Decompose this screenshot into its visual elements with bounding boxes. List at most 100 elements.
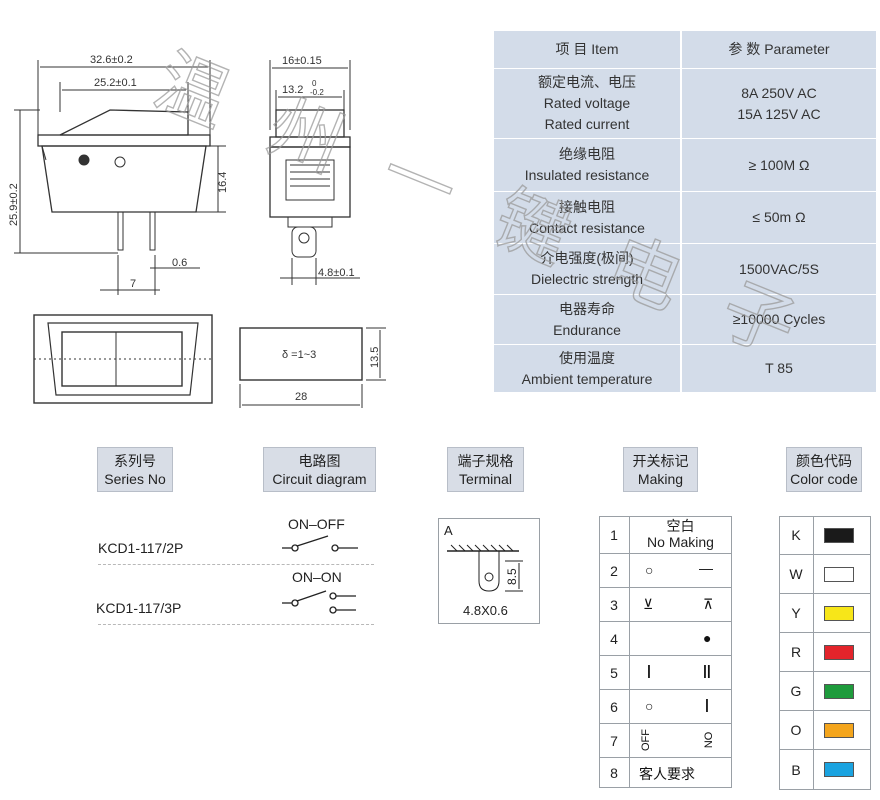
making-frame: [599, 516, 732, 788]
single-bar-icon: |: [705, 696, 709, 712]
circle-symbol-icon: ○: [645, 698, 654, 714]
header-color: 颜色代码 Color code: [786, 447, 862, 492]
dim-cutout-width: 28: [295, 391, 307, 403]
color-code: R: [790, 644, 802, 660]
spec-table: 项 目 Item 参 数 Parameter 额定电流、电压 Rated vol…: [494, 31, 876, 392]
dim-width-total: 32.6±0.2: [90, 54, 133, 66]
spec-row-contact: 接触电阻 Contact resistance ≤ 50m Ω: [494, 191, 876, 243]
terminal-box: A 8.5 4.8X0.6: [438, 518, 540, 624]
spec-row-insulation: 绝缘电阻 Insulated resistance ≥ 100M Ω: [494, 138, 876, 191]
making-row: 5 | ||: [599, 656, 732, 690]
dim-terminal-thickness: 0.6: [172, 257, 187, 269]
spec-row-endurance: 电器寿命 Endurance ≥10000 Cycles: [494, 294, 876, 344]
making-num: 1: [610, 526, 618, 543]
dim-terminal-pitch: 7: [130, 278, 136, 290]
spec-item-en: Insulated resistance: [524, 167, 650, 183]
dim-side-width: 16±0.15: [282, 55, 322, 67]
making-row: 4 ●: [599, 622, 732, 656]
terminal-height: 8.5: [505, 568, 519, 585]
dash-symbol-icon: —: [699, 560, 713, 576]
front-view: [14, 60, 226, 295]
making-table: 1 空白 No Making 2 ○ — 3 ⊻ ⊼ 4 ● 5 | || 6 …: [599, 516, 732, 788]
header-en: Circuit diagram: [272, 470, 367, 487]
series-model: KCD1-117/2P: [98, 540, 184, 556]
spec-item-cn: 绝缘电阻: [559, 146, 615, 162]
spec-header: 项 目 Item 参 数 Parameter: [494, 31, 876, 68]
making-num: 7: [610, 732, 618, 749]
spec-item-en2: Rated current: [544, 116, 630, 132]
color-swatch: [824, 684, 854, 699]
header-cn: 电路图: [298, 452, 341, 469]
circuit-symbols: [282, 535, 358, 614]
color-frame: [779, 516, 871, 790]
color-swatch: [824, 723, 854, 738]
color-row: B: [779, 750, 871, 790]
spdt-switch-symbol: [282, 590, 356, 614]
color-swatch: [824, 762, 854, 777]
dot-symbol-icon: ●: [703, 630, 712, 646]
making-row: 6 ○ |: [599, 690, 732, 724]
spec-param: 8A 250V AC: [741, 84, 817, 101]
spec-item-en: Endurance: [553, 321, 621, 338]
header-terminal: 端子规格 Terminal: [447, 447, 524, 492]
dim-panel-thickness: δ =1~3: [282, 349, 316, 361]
making-num: 6: [610, 698, 618, 715]
making-text-en: No Making: [647, 534, 714, 550]
dim-cutout-height: 13.5: [369, 347, 381, 368]
circle-symbol-icon: ○: [645, 562, 654, 578]
header-en: Series No: [104, 470, 166, 487]
header-en: Terminal: [459, 470, 512, 487]
series-divider: [98, 564, 374, 565]
color-divider: [813, 516, 814, 790]
making-num: 2: [610, 562, 618, 579]
making-num: 3: [610, 596, 618, 613]
circuit-label: ON–ON: [292, 569, 342, 585]
spec-item-cn: 接触电阻: [559, 198, 615, 215]
dim-height-body: 16.4: [217, 172, 229, 193]
terminal-label: A: [444, 523, 453, 538]
spec-item-en: Ambient temperature: [521, 370, 653, 387]
color-code-table: K W Y R G O B: [779, 516, 871, 790]
making-num: 4: [610, 630, 618, 647]
header-cn: 系列号: [114, 452, 156, 469]
spec-param: T 85: [765, 360, 793, 376]
dim-side-tol-bottom: -0.2: [310, 88, 324, 97]
spec-divider: [680, 31, 682, 392]
circuit-label: ON–OFF: [288, 516, 345, 532]
power-symbol-icon: ⊻: [643, 596, 654, 612]
double-bar-icon: ||: [703, 662, 711, 678]
color-code: K: [791, 527, 801, 543]
spec-param: 1500VAC/5S: [739, 260, 819, 277]
color-code: Y: [791, 605, 801, 621]
power-symbol-icon: ⊼: [703, 596, 714, 612]
making-row: 2 ○ —: [599, 554, 732, 588]
single-bar-icon: |: [647, 662, 651, 678]
cutout-view: [239, 327, 386, 408]
color-swatch: [824, 528, 854, 543]
header-making: 开关标记 Making: [623, 447, 698, 492]
spec-item-cn: 额定电流、电压: [538, 74, 636, 90]
color-swatch: [824, 645, 854, 660]
color-swatch: [824, 606, 854, 621]
making-text-cn: 客人要求: [639, 766, 695, 782]
color-row: O: [779, 711, 871, 750]
spec-item-cn: 介电强度(极间): [540, 250, 634, 266]
spec-item-cn: 电器寿命: [559, 300, 615, 317]
color-swatch: [824, 567, 854, 582]
spec-row-dielectric: 介电强度(极间) Dielectric strength 1500VAC/5S: [494, 243, 876, 294]
dim-side-inner: 13.2: [282, 84, 303, 96]
color-code: B: [791, 762, 801, 778]
side-view: [269, 60, 360, 285]
spec-param: ≤ 50m Ω: [752, 209, 806, 225]
header-cn: 端子规格: [457, 452, 514, 469]
header-cn: 颜色代码: [796, 452, 852, 469]
color-code: W: [789, 566, 803, 582]
spec-row-rated: 额定电流、电压 Rated voltage Rated current 8A 2…: [494, 68, 876, 138]
making-divider: [629, 516, 630, 788]
making-num: 5: [610, 664, 618, 681]
header-en: Making: [637, 470, 684, 487]
dim-side-tol-top: 0: [312, 79, 317, 88]
series-divider: [98, 624, 374, 625]
spec-param: ≥ 100M Ω: [748, 156, 810, 173]
spec-row-temperature: 使用温度 Ambient temperature T 85: [494, 344, 876, 392]
